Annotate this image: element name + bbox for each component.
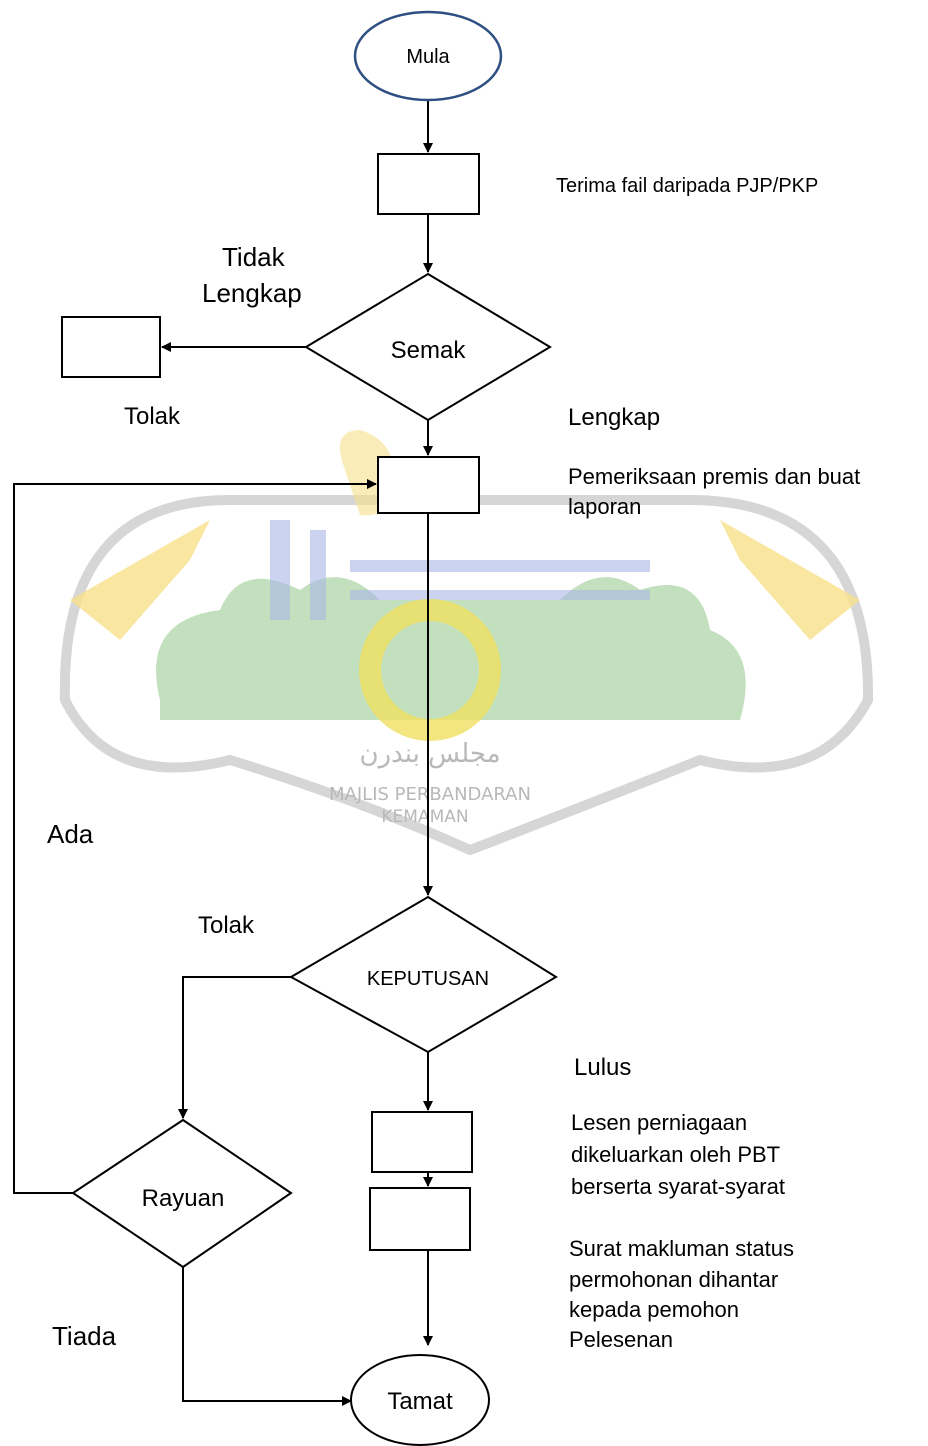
node-start-label: Mula bbox=[406, 46, 450, 68]
decision-keputusan-label: KEPUTUSAN bbox=[367, 968, 489, 990]
decision-check bbox=[304, 272, 552, 422]
decision-check-label: Semak bbox=[391, 337, 467, 364]
watermark-yellow-left bbox=[70, 520, 210, 640]
arrow-appeal-to-end bbox=[182, 1267, 352, 1406]
label-notice-4: Pelesenan bbox=[569, 1327, 673, 1352]
label-notice-3: kepada pemohon bbox=[569, 1297, 739, 1322]
label-incomplete-2: Lengkap bbox=[202, 278, 302, 308]
label-incomplete-1: Tidak bbox=[222, 242, 286, 272]
process-receive-file bbox=[377, 153, 480, 215]
label-license-2: dikeluarkan oleh PBT bbox=[571, 1142, 780, 1167]
node-start bbox=[353, 10, 503, 102]
watermark-line2: KEMAMAN bbox=[381, 807, 468, 827]
process-inspect-premises bbox=[377, 456, 480, 514]
node-end-label: Tamat bbox=[387, 1388, 453, 1415]
label-none: Tiada bbox=[52, 1321, 117, 1351]
label-inspect-2: laporan bbox=[568, 494, 641, 519]
label-receive-file: Terima fail daripada PJP/PKP bbox=[556, 175, 818, 197]
label-notice-2: permohonan dihantar bbox=[569, 1267, 778, 1292]
decision-appeal bbox=[71, 1118, 293, 1269]
label-license-1: Lesen perniagaan bbox=[571, 1110, 747, 1135]
label-yes: Ada bbox=[47, 819, 94, 849]
label-pass: Lulus bbox=[574, 1054, 631, 1081]
label-reject-top: Tolak bbox=[124, 403, 181, 430]
process-issue-license bbox=[371, 1111, 473, 1173]
label-complete: Lengkap bbox=[568, 404, 660, 431]
process-reject bbox=[61, 316, 161, 378]
watermark-yellow-right bbox=[720, 520, 860, 640]
watermark-logo: مجلس بندرن MAJLIS PERBANDARAN KEMAMAN bbox=[59, 430, 874, 856]
label-reject-decision: Tolak bbox=[198, 912, 255, 939]
process-send-notice bbox=[369, 1187, 471, 1251]
node-end bbox=[350, 1354, 490, 1446]
watermark-buildings bbox=[270, 520, 650, 620]
label-notice-1: Surat makluman status bbox=[569, 1236, 794, 1261]
decision-keputusan bbox=[288, 895, 558, 1054]
arrow-appeal-loop-to-inspect bbox=[13, 479, 377, 1194]
watermark-dome bbox=[59, 495, 874, 856]
watermark-arabic: مجلس بندرن bbox=[359, 739, 500, 769]
arrow-decision-to-appeal bbox=[178, 976, 291, 1119]
watermark-gear bbox=[359, 599, 501, 741]
label-inspect-1: Pemeriksaan premis dan buat bbox=[568, 464, 860, 489]
decision-appeal-label: Rayuan bbox=[142, 1185, 225, 1212]
watermark-clouds bbox=[156, 577, 746, 720]
watermark-line1: MAJLIS PERBANDARAN bbox=[329, 784, 531, 805]
label-license-3: berserta syarat-syarat bbox=[571, 1174, 785, 1199]
connectors bbox=[13, 98, 433, 1406]
